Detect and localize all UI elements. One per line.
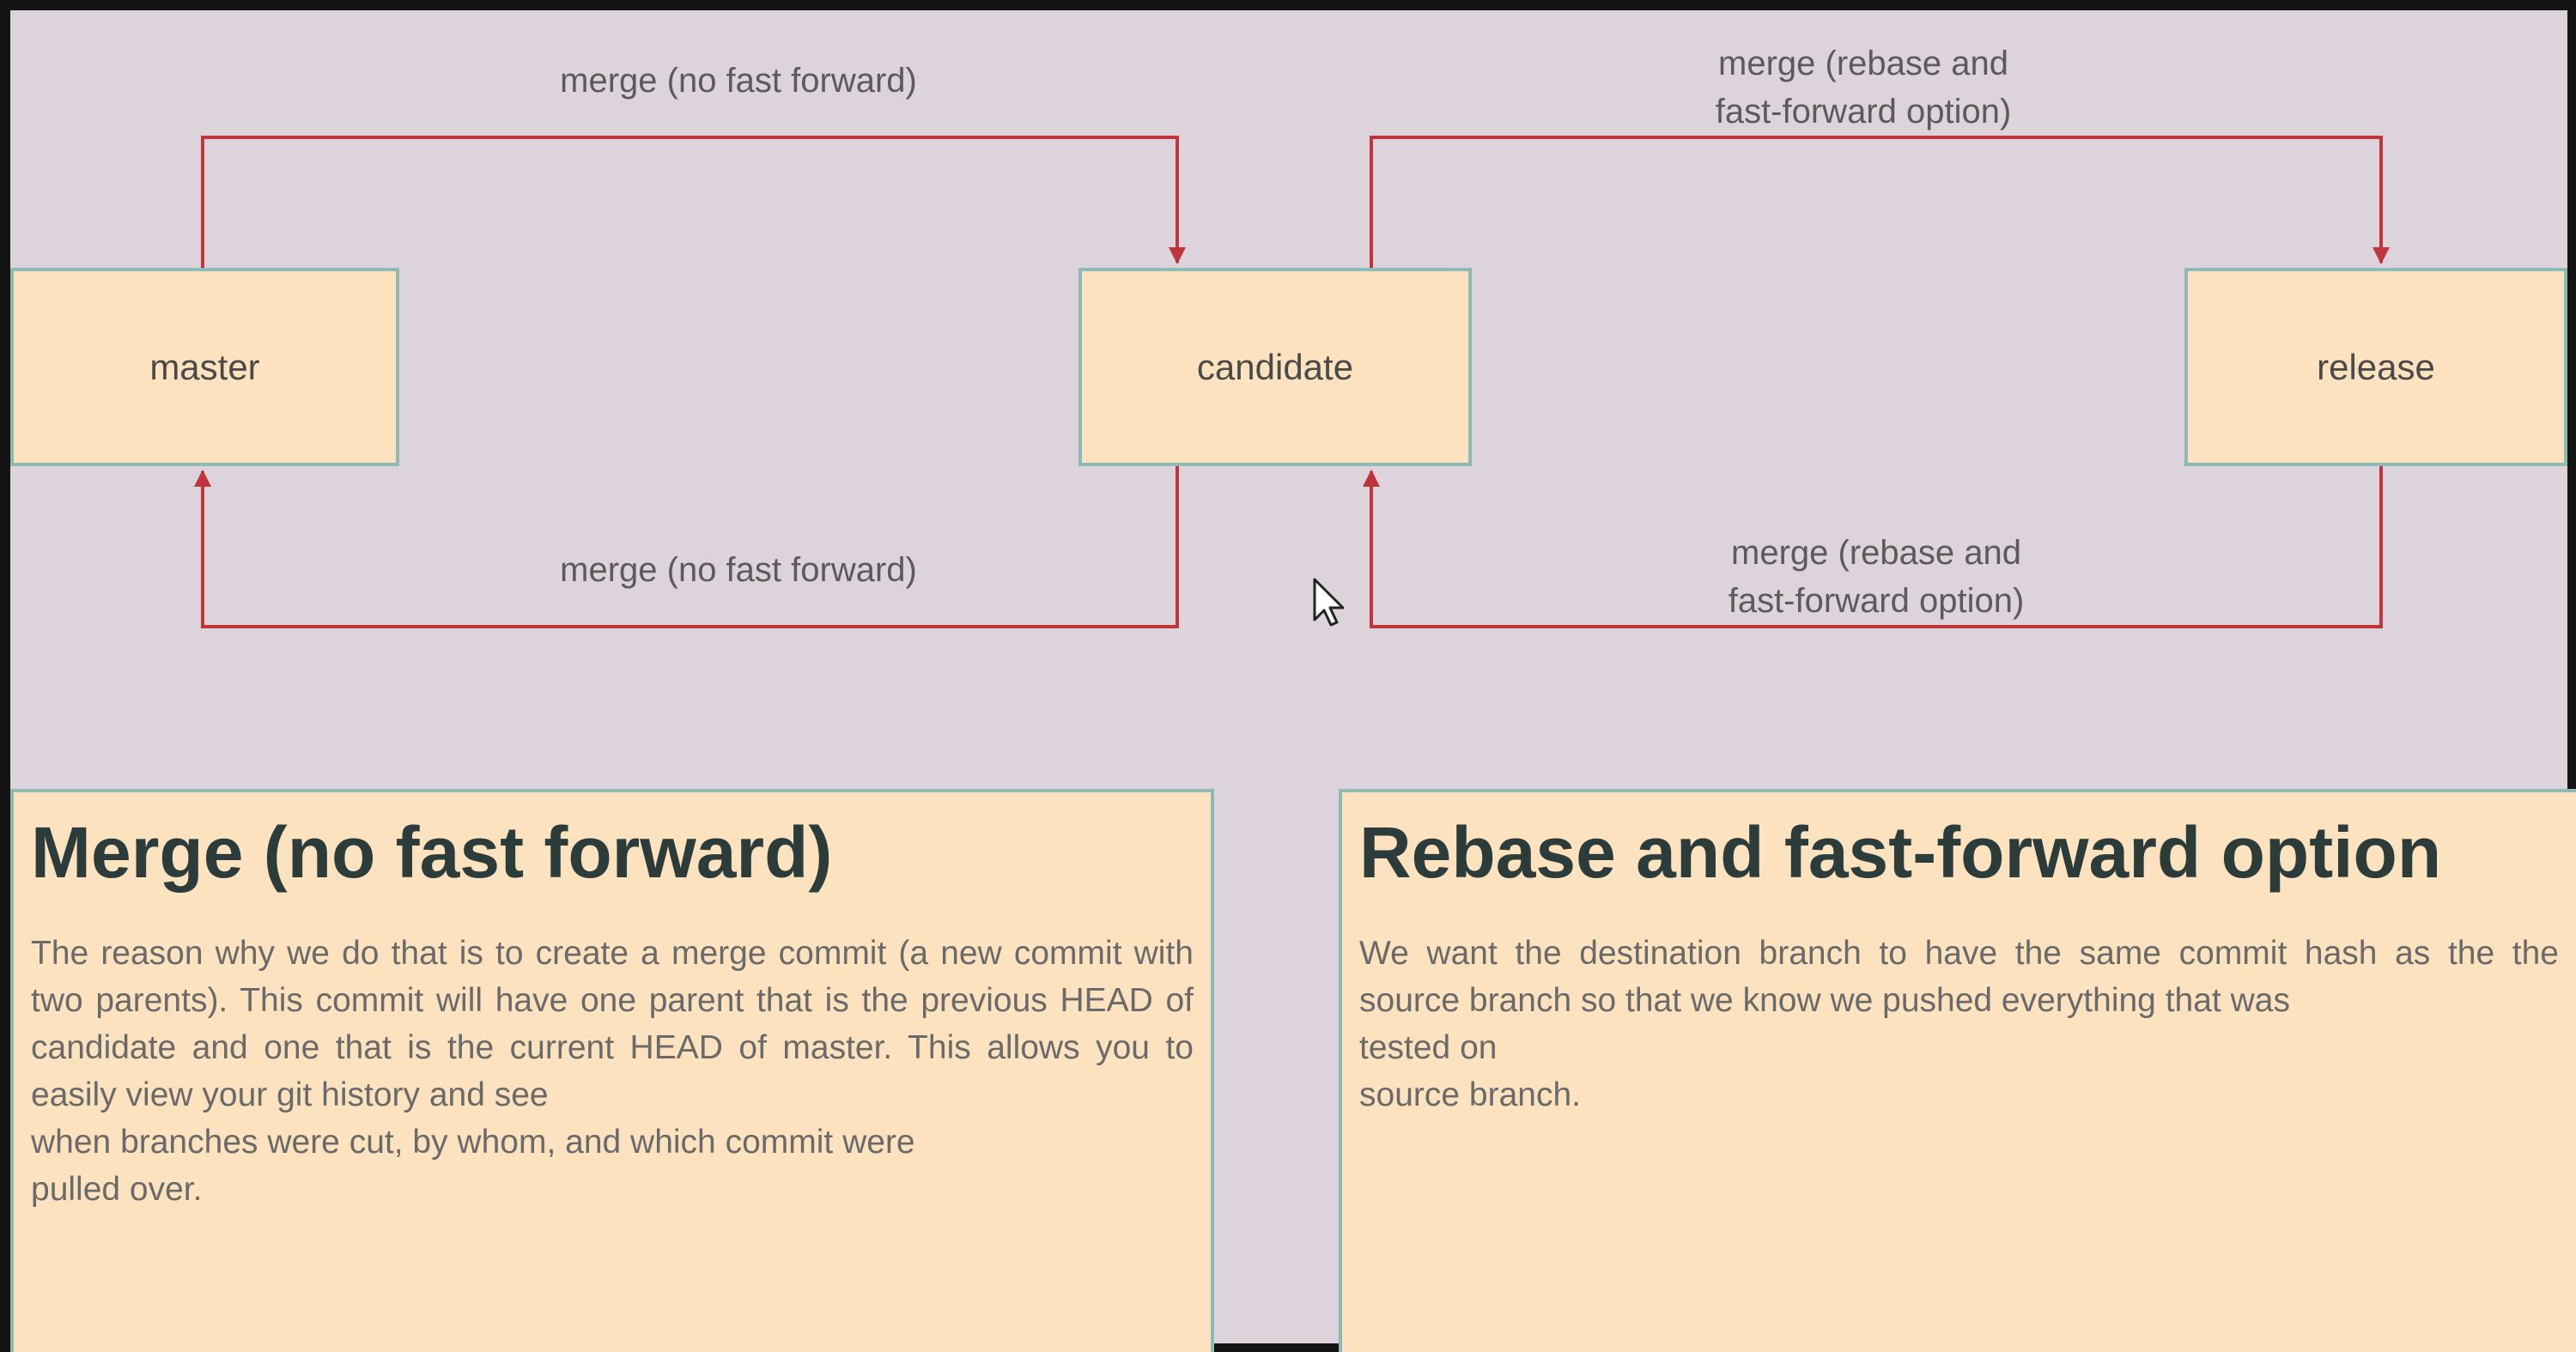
edge-label-line: merge (rebase and (1731, 534, 2021, 572)
panel-body-line: tested on (1359, 1029, 1498, 1066)
node-master[interactable]: master (10, 268, 399, 466)
panel-body: The reason why we do that is to create a… (31, 930, 1194, 1213)
node-candidate[interactable]: candidate (1078, 268, 1472, 466)
edge-candidate-to-master (194, 466, 1179, 628)
edge-label-master-to-candidate: merge (no fast forward) (560, 62, 917, 100)
edge-label-release-to-candidate: merge (rebase and fast-forward option) (1644, 529, 2108, 625)
panel-title: Rebase and fast-forward option (1359, 812, 2442, 893)
panel-body-main: The reason why we do that is to create a… (31, 935, 1194, 1113)
node-release[interactable]: release (2184, 268, 2567, 466)
arrow-cursor-icon (1313, 578, 1345, 627)
edge-label-line: fast-forward option) (1728, 582, 2025, 620)
panel-title: Merge (no fast forward) (31, 812, 833, 893)
edge-label-candidate-to-release: merge (rebase and fast-forward option) (1631, 39, 2095, 136)
panel-merge-no-fast-forward: Merge (no fast forward) The reason why w… (10, 789, 1214, 1352)
edge-release-to-candidate (1363, 466, 2383, 628)
panel-rebase-fast-forward: Rebase and fast-forward option We want t… (1339, 789, 2576, 1352)
panel-body-line: source branch. (1359, 1076, 1581, 1113)
edge-label-line: fast-forward option) (1715, 93, 2012, 130)
panel-body-line: pulled over. (31, 1171, 203, 1208)
edge-candidate-to-release (1370, 136, 2390, 268)
edge-label-candidate-to-master: merge (no fast forward) (560, 551, 917, 589)
panel-body-main: We want the destination branch to have t… (1359, 935, 2559, 1019)
edge-master-to-candidate (201, 136, 1186, 268)
panel-body: We want the destination branch to have t… (1359, 930, 2559, 1119)
edge-label-line: merge (rebase and (1718, 45, 2008, 82)
panel-body-line: when branches were cut, by whom, and whi… (31, 1124, 915, 1161)
